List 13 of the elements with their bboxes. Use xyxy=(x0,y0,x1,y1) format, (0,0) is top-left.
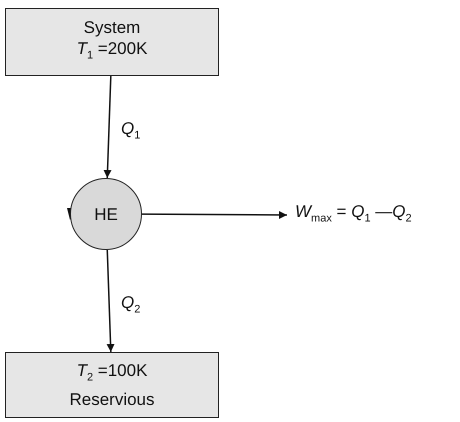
process-box xyxy=(5,352,219,418)
edge-label: Q$_{1}$ xyxy=(121,119,140,142)
node-text: Reservious xyxy=(69,388,155,410)
node-text: System xyxy=(84,17,140,38)
process-box xyxy=(5,8,219,76)
node-text: T$_{2}$ =100K xyxy=(76,360,148,386)
arrow xyxy=(104,76,112,178)
arrow xyxy=(142,210,287,219)
node-text: T$_{1}$ =200K xyxy=(76,38,148,64)
formula-text: W$_{max}$ = Q$_{1}$ —Q$_{2}$ xyxy=(295,200,412,226)
edge-label: Q$_{2}$ xyxy=(121,292,140,316)
arrow xyxy=(106,250,115,352)
node-text: HE xyxy=(94,204,118,224)
